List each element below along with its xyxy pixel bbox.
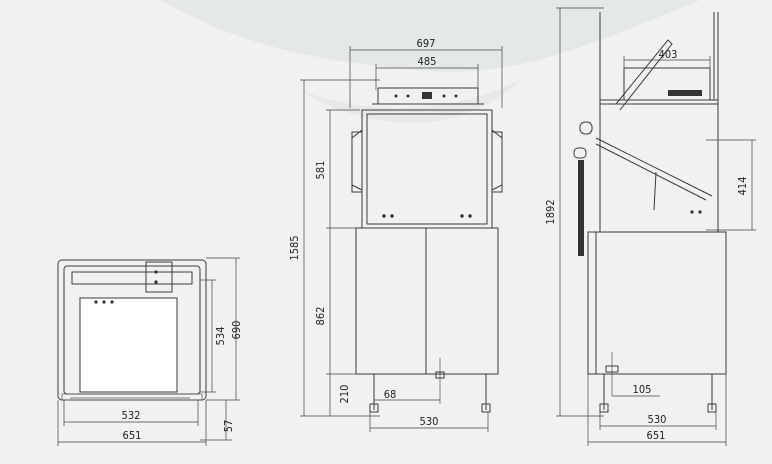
front-view: 697 485 581 1585 862 210 68 530 [288, 37, 503, 432]
front-drain-offset-label: 68 [384, 388, 397, 401]
side-hood-width-label: 403 [659, 48, 678, 61]
side-view: 1892 403 414 105 530 651 [544, 7, 756, 446]
front-foot-span-label: 530 [420, 415, 439, 428]
front-leg-height-label: 210 [338, 385, 351, 404]
front-upper-height-label: 581 [314, 161, 327, 180]
front-total-height-label: 1585 [288, 235, 301, 260]
top-width-inner-label: 532 [122, 409, 141, 422]
front-width-outer-label: 697 [417, 37, 436, 50]
front-width-top-label: 485 [418, 55, 437, 68]
side-outlet-offset-label: 105 [633, 383, 652, 396]
side-total-height-label: 1892 [544, 199, 557, 224]
background-texture [160, 0, 700, 123]
top-front-offset-label: 57 [222, 420, 235, 433]
side-width-outer-label: 651 [647, 429, 666, 442]
front-lower-height-label: 862 [314, 307, 327, 326]
side-foot-span-label: 530 [648, 413, 667, 426]
top-width-outer-label: 651 [123, 429, 142, 442]
top-view: 534 690 57 532 651 [57, 257, 243, 446]
side-hood-lift-label: 414 [736, 177, 749, 196]
top-depth-inner-label: 534 [214, 327, 227, 346]
top-depth-outer-label: 690 [230, 321, 243, 340]
